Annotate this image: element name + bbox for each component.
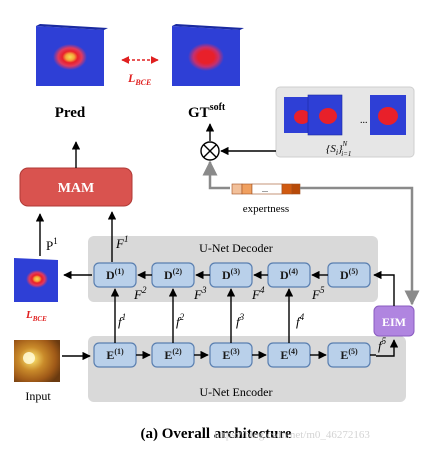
f-label-5: f5 xyxy=(378,336,387,353)
decoder-block-4-label: D(4) xyxy=(280,267,298,282)
p1-label: P1 xyxy=(46,236,58,253)
encoder-block-2: E(2) xyxy=(151,342,195,368)
f-label-1: f1 xyxy=(118,312,126,329)
expertness-to-eim-arrow xyxy=(300,186,420,306)
sample-map-2 xyxy=(307,94,343,136)
decoder-block-4: D(4) xyxy=(267,262,311,288)
p1-map xyxy=(14,258,58,302)
input-label: Input xyxy=(25,389,51,403)
f-label-2: f2 xyxy=(176,312,185,329)
gt-soft-label: GTsoft xyxy=(188,102,226,121)
gt-soft-map xyxy=(172,24,244,86)
decoder-block-2: D(2) xyxy=(151,262,195,288)
eim-label: EIM xyxy=(382,315,406,329)
encoder-block-1: E(1) xyxy=(93,342,137,368)
decoder-block-5: D(5) xyxy=(327,262,371,288)
F-label-4: F4 xyxy=(251,285,265,302)
F-label-2: F2 xyxy=(133,285,147,302)
F-label-1: F1 xyxy=(115,234,128,251)
decoder-title: U-Net Decoder xyxy=(199,241,273,255)
expertness-label: expertness xyxy=(243,203,289,215)
F-label-3: F3 xyxy=(193,285,207,302)
pred-label: Pred xyxy=(55,105,86,121)
mam-label: MAM xyxy=(58,181,95,196)
f-label-3: f3 xyxy=(236,312,245,329)
pred-map xyxy=(36,24,108,86)
F-label-5: F5 xyxy=(311,285,325,302)
input-image xyxy=(14,340,60,382)
decoder-block-1-box xyxy=(93,262,137,288)
decoder-block-3: D(3) xyxy=(209,262,253,288)
samples-ellipsis: ... xyxy=(360,115,368,126)
expertness-vector xyxy=(231,183,301,195)
watermark: https://blog.csdn.net/m0_46272163 xyxy=(214,429,370,441)
encoder-block-3: E(3) xyxy=(209,342,253,368)
lbce-top-label: LBCE xyxy=(127,71,151,87)
decoder-block-3-label: D(3) xyxy=(222,267,240,282)
encoder-block-1-label: E(1) xyxy=(106,347,124,362)
encoder-block-5-label: E(5) xyxy=(340,347,358,362)
expertness-ellipsis: ... xyxy=(262,185,268,194)
f-label-4: f4 xyxy=(296,312,305,329)
sample-map-n xyxy=(370,95,406,135)
encoder-block-5: E(5) xyxy=(327,342,371,368)
eim-to-decoder-arrow xyxy=(373,270,395,306)
encoder-to-eim-arrow xyxy=(376,339,399,357)
encoder-block-4-label: E(4) xyxy=(280,347,298,362)
caption: (a) Overall architecture xyxy=(140,426,291,442)
decoder-block-2-label: D(2) xyxy=(164,267,182,282)
decoder-block-1: D(1) xyxy=(93,262,137,288)
encoder-block-4: E(4) xyxy=(267,342,311,368)
encoder-blocks: E(1) E(2) E(3) E(4) E(5) xyxy=(93,342,376,368)
encoder-block-3-label: E(3) xyxy=(222,347,240,362)
decoder-blocks: D(1) D(2) D(3) D(4) D(5) xyxy=(93,262,371,288)
decoder-block-1-label: D(1) xyxy=(106,267,124,282)
encoder-title: U-Net Encoder xyxy=(200,385,273,399)
multiply-op xyxy=(200,141,220,161)
lbce-left-label: LBCE xyxy=(25,309,47,323)
encoder-block-2-label: E(2) xyxy=(164,347,182,362)
decoder-block-5-label: D(5) xyxy=(340,267,358,282)
expertness-to-multiply-arrow xyxy=(202,160,230,190)
